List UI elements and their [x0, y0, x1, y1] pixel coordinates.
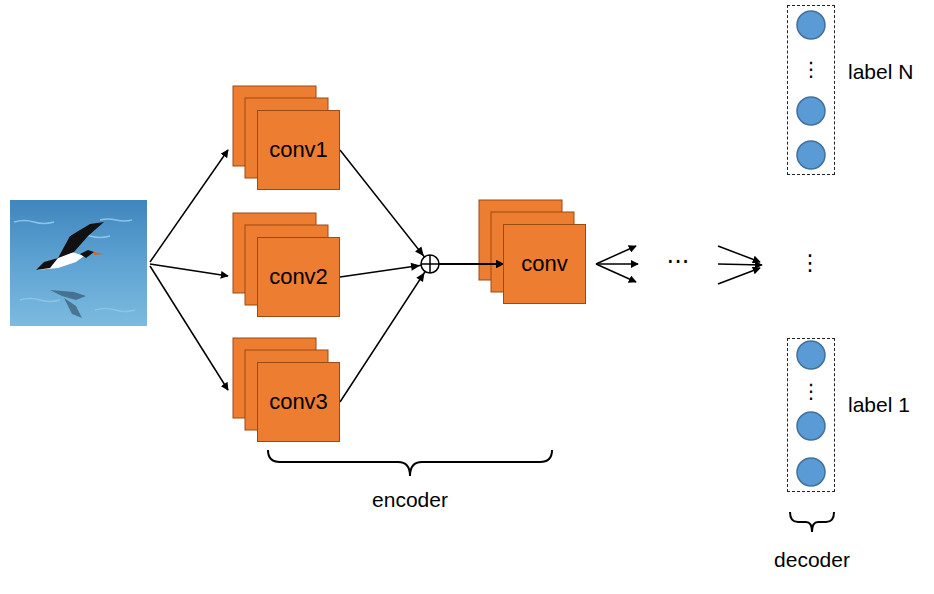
conv-layer-box: conv3 [257, 362, 340, 442]
text-holder: conv2 [269, 264, 328, 290]
output-units [787, 5, 835, 175]
fan-in-arrow [718, 268, 760, 284]
bird-tail [36, 258, 58, 270]
output-unit [797, 412, 825, 440]
label-holder: ⋮ [799, 250, 821, 275]
output-unit [797, 141, 825, 169]
text-holder: conv [521, 251, 567, 277]
input-arrow [150, 266, 228, 390]
fan-out-arrow [596, 263, 638, 265]
fan-arrows [596, 246, 762, 284]
conv-layer-box: conv [503, 224, 586, 304]
bird-reflection [50, 290, 86, 318]
bird-photo [10, 200, 147, 326]
merge-arrowhead [411, 263, 420, 271]
output-unit [797, 341, 825, 369]
output-label: label 1 [848, 393, 910, 416]
text-holder: ⋮ [788, 377, 834, 407]
photo-ground [10, 200, 147, 326]
ellipsis: ⋮ [799, 250, 821, 275]
layer-name: conv1 [269, 137, 328, 162]
label-output-box: ⋮label N [787, 5, 835, 175]
group-label: encoder [372, 488, 448, 511]
fan-out-arrow [596, 264, 636, 282]
layer-name: conv2 [269, 264, 328, 289]
layer-name: conv3 [269, 389, 328, 414]
merge-arrowhead [416, 272, 424, 282]
ellipsis: ··· [667, 248, 690, 276]
conv-layer-box: conv1 [257, 110, 340, 190]
text-holder: conv1 [269, 137, 328, 163]
sum-cross [421, 255, 439, 273]
output-label: label N [848, 60, 913, 83]
decoder-brace [790, 512, 834, 532]
output-unit [797, 11, 825, 39]
fan-in-arrow [718, 264, 762, 265]
ellipsis: ⋮ [801, 379, 821, 403]
text-holder: label N [848, 58, 913, 88]
encoder-brace [268, 450, 552, 476]
merge-connector [340, 264, 503, 402]
sum-circle [421, 255, 439, 273]
conv-layer-box: conv2 [257, 237, 340, 317]
ellipsis: ⋮ [801, 57, 821, 81]
label-holder: decoder [774, 548, 850, 572]
sum-symbol [421, 255, 439, 273]
text-holder: ⋮ [788, 55, 834, 85]
bird-beak [94, 252, 104, 255]
merge-arrowhead [415, 247, 424, 257]
output-unit [797, 97, 825, 125]
label-holder: ··· [667, 248, 690, 276]
output-unit [797, 458, 825, 486]
label-output-box: ⋮label 1 [787, 338, 835, 492]
fan-in-arrow [718, 246, 760, 262]
input-arrows [150, 150, 228, 390]
layer-name: conv [521, 251, 567, 276]
text-holder: conv3 [269, 389, 328, 415]
label-holder: encoder [372, 488, 448, 512]
input-arrow [150, 264, 228, 276]
bird-head [80, 250, 94, 258]
text-holder: label 1 [848, 391, 910, 421]
input-arrow [150, 150, 228, 262]
fan-out-arrow [596, 246, 636, 264]
merge-connector [340, 150, 503, 264]
bird-wing [58, 222, 104, 258]
braces [268, 450, 834, 532]
output-units [787, 338, 835, 492]
connectors [340, 150, 503, 402]
group-label: decoder [774, 548, 850, 571]
